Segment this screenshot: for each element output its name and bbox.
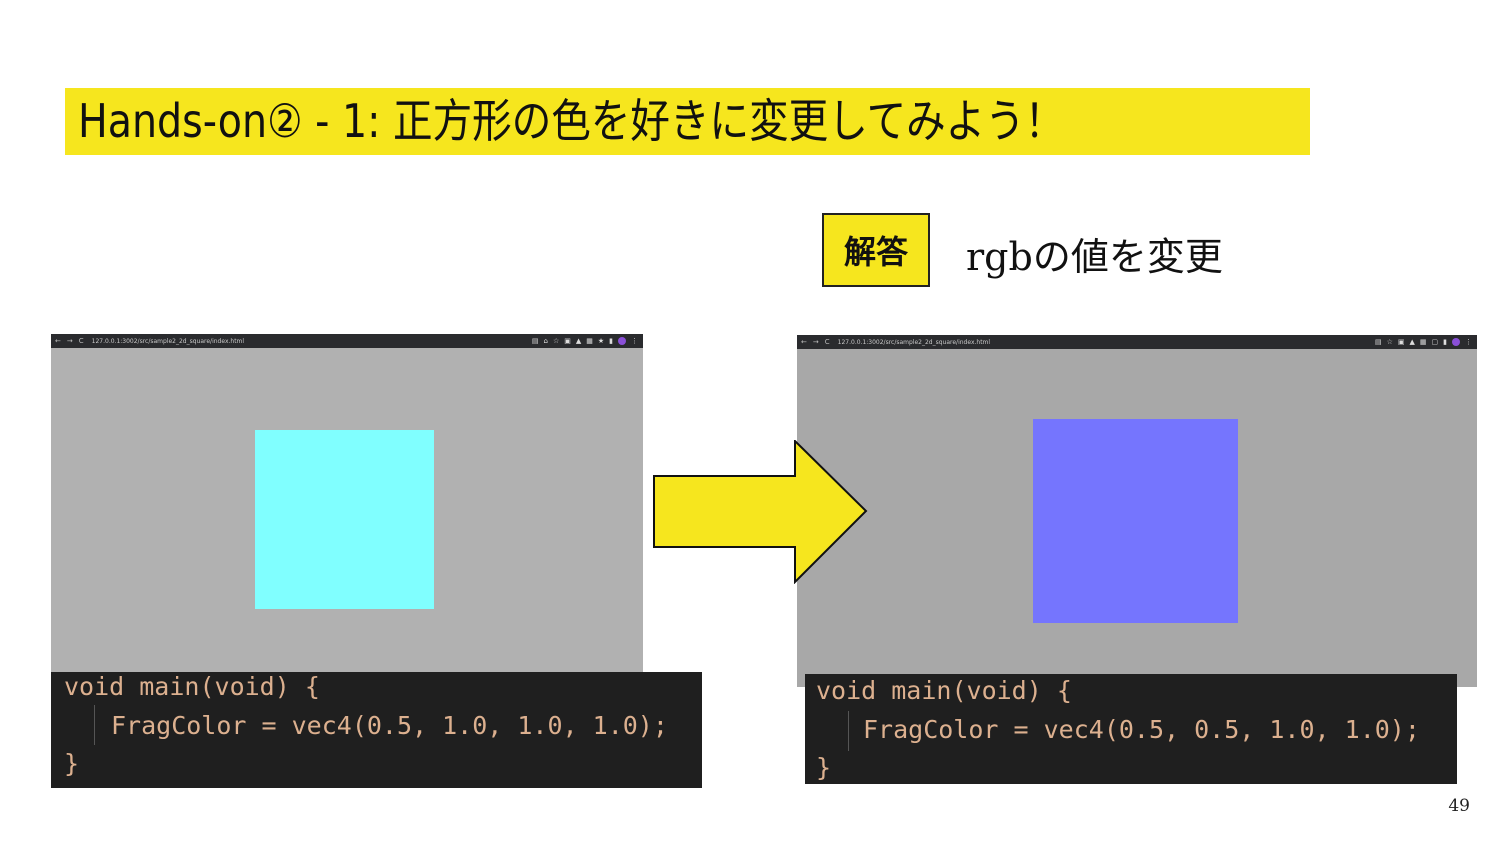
answer-badge: 解答 (822, 213, 930, 287)
code-snippet-before: void main(void) { FragColor = vec4(0.5, … (51, 672, 702, 788)
extension-icon[interactable]: ▣ (1397, 338, 1405, 346)
code-snippet-after: void main(void) { FragColor = vec4(0.5, … (805, 674, 1457, 784)
extension-icon[interactable]: ▲ (1409, 338, 1415, 346)
address-bar[interactable]: 127.0.0.1:3002/src/sample2_2d_square/ind… (91, 337, 245, 345)
bookmark-star-icon[interactable]: ☆ (552, 337, 560, 345)
code-line: } (64, 749, 80, 778)
browser-window-before: ← → C 127.0.0.1:3002/src/sample2_2d_squa… (51, 334, 643, 672)
extension-icon[interactable]: ▢ (1431, 338, 1439, 346)
page-number: 49 (1448, 796, 1470, 816)
address-bar[interactable]: 127.0.0.1:3002/src/sample2_2d_square/ind… (837, 338, 991, 346)
profile-avatar[interactable] (618, 337, 626, 345)
indent-guide (94, 705, 95, 745)
rendered-square-blue (1033, 419, 1238, 623)
code-line: void main(void) { (816, 676, 1072, 705)
profile-avatar[interactable] (1452, 338, 1460, 346)
rendered-square-cyan (255, 430, 434, 609)
code-line: FragColor = vec4(0.5, 1.0, 1.0, 1.0); (111, 711, 668, 740)
forward-icon[interactable]: → (66, 337, 73, 345)
sidebar-icon[interactable]: ▮ (609, 337, 613, 345)
code-line: void main(void) { (64, 672, 320, 701)
extension-icon[interactable]: ▣ (564, 337, 571, 345)
answer-text: rgbの値を変更 (966, 235, 1223, 279)
extension-icon[interactable]: ▦ (1419, 338, 1427, 346)
title-highlight (65, 88, 1310, 155)
answer-label: 解答 (843, 233, 908, 271)
menu-dots-icon[interactable]: ⋮ (1465, 338, 1472, 346)
back-icon[interactable]: ← (801, 338, 807, 346)
bookmark-star-icon[interactable]: ☆ (1386, 338, 1393, 346)
back-icon[interactable]: ← (55, 337, 61, 345)
extension-icon[interactable]: ▲ (575, 337, 582, 345)
code-line: } (816, 753, 832, 782)
share-icon[interactable]: ⌂ (543, 337, 548, 345)
menu-dots-icon[interactable]: ⋮ (631, 337, 638, 345)
browser-window-after: ← → C 127.0.0.1:3002/src/sample2_2d_squa… (797, 335, 1477, 687)
translate-icon[interactable]: ▤ (531, 337, 539, 345)
slide-title: Hands-on② - 1: 正方形の色を好きに変更してみよう！ (78, 94, 1065, 148)
extension-icon[interactable]: ▦ (586, 337, 593, 345)
forward-icon[interactable]: → (812, 338, 819, 346)
browser-toolbar: ← → C 127.0.0.1:3002/src/sample2_2d_squa… (797, 335, 1477, 349)
browser-toolbar: ← → C 127.0.0.1:3002/src/sample2_2d_squa… (51, 334, 643, 348)
indent-guide (848, 711, 849, 751)
reload-icon[interactable]: C (824, 338, 830, 346)
right-arrow-icon (653, 440, 868, 584)
reload-icon[interactable]: C (78, 337, 84, 345)
extensions-puzzle-icon[interactable]: ★ (597, 337, 605, 345)
code-line: FragColor = vec4(0.5, 0.5, 1.0, 1.0); (863, 715, 1420, 744)
sidebar-icon[interactable]: ▮ (1443, 338, 1447, 346)
translate-icon[interactable]: ▤ (1374, 338, 1382, 346)
